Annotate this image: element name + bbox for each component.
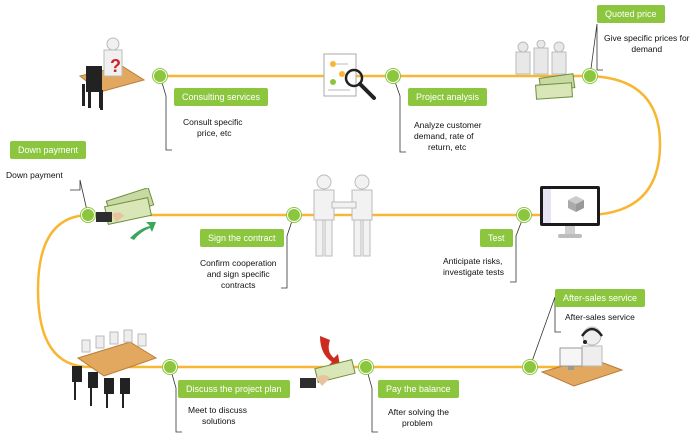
step-desc-consulting: Consult specific price, etc xyxy=(183,117,243,139)
desc-line: Give specific prices for xyxy=(604,33,690,43)
monitor-icon xyxy=(540,186,600,238)
desc-line: contracts xyxy=(221,280,256,290)
leader-lines xyxy=(70,23,603,433)
step-label-analysis: Project analysis xyxy=(408,88,488,106)
desc-line: After-sales service xyxy=(565,312,635,322)
desc-line: price, etc xyxy=(197,128,232,138)
step-dot-sign xyxy=(287,208,301,222)
step-desc-sign: Confirm cooperation and sign specific co… xyxy=(200,258,277,291)
step-dot-after-sales xyxy=(523,360,537,374)
desc-line: return, etc xyxy=(428,142,467,152)
magnifier-document-icon xyxy=(323,53,376,100)
step-desc-test: Anticipate risks, investigate tests xyxy=(443,256,504,278)
desc-line: Down payment xyxy=(6,170,63,180)
step-label-sign: Sign the contract xyxy=(200,229,284,247)
step-desc-after-sales: After-sales service xyxy=(565,312,635,323)
step-label-test: Test xyxy=(480,229,513,247)
step-label-pay: Pay the balance xyxy=(378,380,459,398)
step-label-discuss: Discuss the project plan xyxy=(178,380,290,398)
desc-line: and sign specific xyxy=(206,269,270,279)
step-label-consulting: Consulting services xyxy=(174,88,269,106)
price-team-icon xyxy=(515,40,576,100)
step-desc-pay: After solving the problem xyxy=(388,407,449,429)
step-dot-consulting xyxy=(153,69,167,83)
svg-text:?: ? xyxy=(110,56,121,76)
step-dot-pay xyxy=(359,360,373,374)
step-desc-discuss: Meet to discuss solutions xyxy=(188,405,247,427)
step-dot-quoted xyxy=(583,69,597,83)
desc-line: problem xyxy=(402,418,433,428)
payment-hand-icon xyxy=(300,336,356,388)
desc-line: Confirm cooperation xyxy=(200,258,277,268)
consulting-person-icon: ? xyxy=(78,37,146,110)
step-label-after-sales: After-sales service xyxy=(555,289,646,307)
handshake-icon xyxy=(313,174,373,257)
desc-line: demand, rate of xyxy=(414,131,474,141)
step-desc-analysis: Analyze customer demand, rate of return,… xyxy=(414,120,482,153)
step-dot-analysis xyxy=(386,69,400,83)
desc-line: Consult specific xyxy=(183,117,243,127)
desc-line: demand xyxy=(631,44,663,54)
step-desc-quoted: Give specific prices for demand xyxy=(604,33,690,55)
meeting-table-icon xyxy=(72,329,158,408)
step-dot-test xyxy=(517,208,531,222)
desc-line: solutions xyxy=(202,416,236,426)
money-hand-icon xyxy=(96,188,156,240)
step-dot-down-payment xyxy=(81,208,95,222)
desc-line: After solving the xyxy=(388,407,449,417)
desc-line: investigate tests xyxy=(443,267,504,277)
step-desc-down-payment: Down payment xyxy=(6,170,63,181)
support-agent-icon xyxy=(540,326,624,387)
step-label-down-payment: Down payment xyxy=(10,141,87,159)
desc-line: Analyze customer xyxy=(414,120,482,130)
step-label-quoted: Quoted price xyxy=(597,5,665,23)
desc-line: Anticipate risks, xyxy=(443,256,503,266)
step-dot-discuss xyxy=(163,360,177,374)
desc-line: Meet to discuss xyxy=(188,405,248,415)
